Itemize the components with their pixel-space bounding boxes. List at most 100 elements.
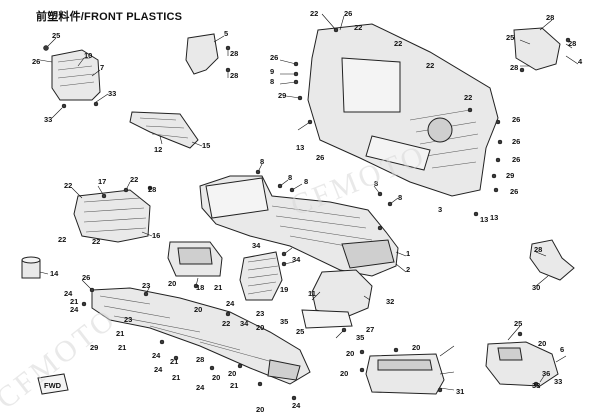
callout-c51: 34: [292, 255, 301, 264]
callout-c80: 25: [296, 327, 304, 336]
callout-c64: 32: [386, 297, 394, 306]
part-31-box: [365, 353, 445, 395]
callout-c91: 20: [212, 373, 220, 382]
callout-c30: 13: [296, 143, 304, 152]
callout-c22: 4: [578, 57, 583, 66]
part-6-assembly: [485, 341, 559, 387]
callout-c62: 19: [280, 285, 288, 294]
callout-c79: 35: [280, 317, 288, 326]
callout-c9: 28: [230, 71, 238, 80]
callout-c100: 24: [292, 401, 301, 410]
callout-c87: 24: [154, 365, 163, 374]
callout-c5: 33: [108, 89, 116, 98]
callout-c6: 33: [44, 115, 52, 124]
callout-c25: 26: [512, 115, 520, 124]
callout-c43: 16: [152, 231, 160, 240]
callout-c31: 26: [316, 153, 324, 162]
callout-c53: 2: [406, 265, 410, 274]
part-14-cylinder: [21, 256, 41, 279]
callout-c89: 28: [196, 355, 204, 364]
callout-c44: 8: [304, 177, 308, 186]
callout-c61: 21: [214, 283, 222, 292]
callout-c24: 22: [464, 93, 472, 102]
callout-c50: 34: [252, 241, 261, 250]
callout-c95: 20: [538, 339, 546, 348]
callout-c74: 24: [226, 299, 235, 308]
callout-c8: 28: [230, 49, 238, 58]
callout-c3: 10: [84, 51, 92, 60]
callout-c10: 22: [310, 9, 318, 18]
part-1-2-center-body: [199, 175, 399, 277]
callout-c26: 26: [512, 137, 520, 146]
callout-c76: 34: [240, 319, 249, 328]
callout-c77: 20: [256, 323, 264, 332]
callout-c94: 25: [514, 319, 522, 328]
callout-c83: 20: [346, 349, 354, 358]
callout-c56: 24: [64, 289, 73, 298]
callout-c96: 6: [560, 345, 564, 354]
callout-c59: 20: [168, 279, 176, 288]
callout-c99: 33: [554, 377, 562, 386]
callout-c93: 20: [228, 369, 236, 378]
callout-c38: 22: [130, 175, 138, 184]
callout-c4: 7: [100, 63, 104, 72]
callout-c82: 35: [356, 333, 364, 342]
callout-c37: 17: [98, 177, 106, 186]
callout-c14: 26: [270, 53, 278, 62]
callout-c16: 8: [270, 77, 274, 86]
callout-c85: 20: [340, 369, 348, 378]
callout-c35: 8: [260, 157, 264, 166]
leader-lines: [39, 13, 579, 391]
callout-c47: 3: [438, 205, 442, 214]
callout-c45: 8: [374, 179, 378, 188]
callout-c66: 20: [194, 305, 202, 314]
callout-c41: 22: [58, 235, 66, 244]
callout-c86: 31: [456, 387, 464, 396]
callout-c28: 29: [506, 171, 514, 180]
callout-c63: 11: [308, 289, 316, 298]
callout-c27: 26: [512, 155, 520, 164]
callout-c98: 33: [532, 381, 540, 390]
callout-labels: 25 26 10 7 33 33 5 28 28 22 26 22 22 26 …: [32, 9, 583, 414]
callout-c40: 22: [64, 181, 72, 190]
part-12-15-panel: [129, 111, 199, 149]
callout-c20: 25: [506, 33, 514, 42]
callout-c19: 28: [546, 13, 554, 22]
part-21-23-lower-bumper: [91, 287, 311, 385]
part-19-mesh: [239, 251, 283, 301]
callout-c21: 28: [568, 39, 576, 48]
callout-c69: 29: [90, 343, 98, 352]
front-arrow-label: FWD: [44, 381, 62, 390]
callout-c58: 23: [142, 281, 150, 290]
callout-c88: 21: [172, 373, 180, 382]
callout-c11: 26: [344, 9, 352, 18]
callout-c73: 21: [170, 357, 178, 366]
callout-c84: 20: [412, 343, 420, 352]
part-30-bracket: [529, 239, 575, 281]
callout-c23: 28: [510, 63, 518, 72]
callout-c39: 28: [148, 185, 156, 194]
callout-c60: 18: [196, 283, 204, 292]
callout-c78: 22: [222, 319, 230, 328]
callout-c72: 24: [152, 351, 161, 360]
callout-c75: 23: [256, 309, 264, 318]
callout-c70: 21: [118, 343, 126, 352]
callout-c34: 15: [202, 141, 210, 150]
part-18-tray: [167, 241, 223, 277]
callout-c97: 36: [542, 369, 550, 378]
callout-c92: 21: [230, 381, 238, 390]
callout-c55: 26: [82, 273, 90, 282]
callout-c67: 24: [70, 305, 79, 314]
callout-c81: 27: [366, 325, 374, 334]
callout-c42: 22: [92, 237, 100, 246]
callout-c13: 22: [394, 39, 402, 48]
callout-c12: 22: [354, 23, 362, 32]
callout-c101: 20: [256, 405, 264, 414]
callout-c29: 26: [510, 187, 518, 196]
part-16-box: [73, 189, 151, 243]
callout-c46: 8: [398, 193, 402, 202]
part-5-bracket: [185, 33, 231, 75]
callout-c71: 21: [116, 329, 124, 338]
